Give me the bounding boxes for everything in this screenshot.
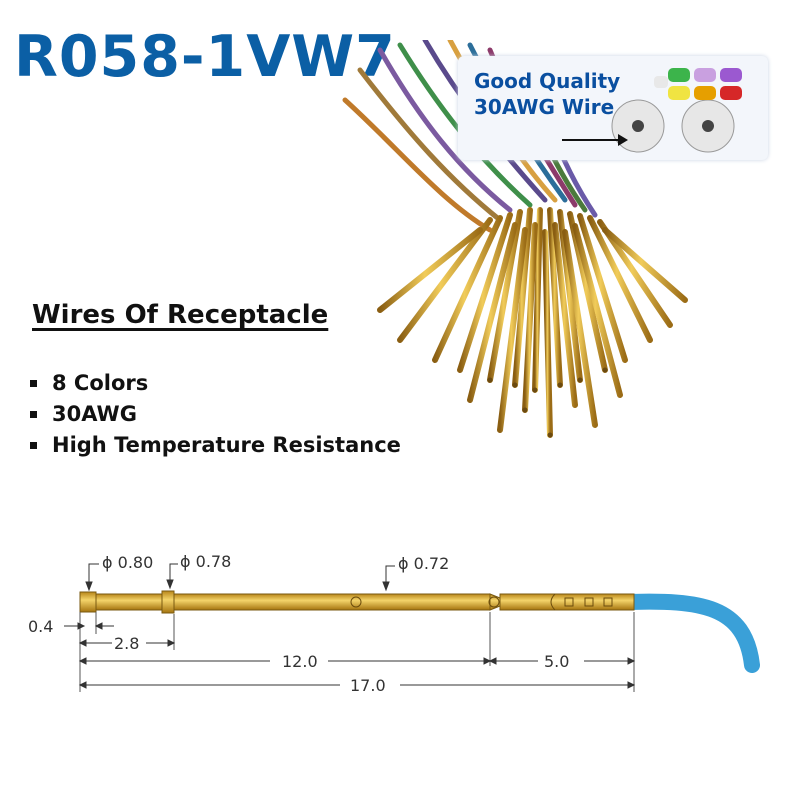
dim-0-4: 0.4 [28, 617, 53, 636]
list-item: High Temperature Resistance [30, 430, 401, 461]
dim-5-0: 5.0 [544, 652, 569, 671]
bullet-square-icon [30, 411, 37, 418]
dimension-drawing: ϕ 0.80 ϕ 0.78 ϕ 0.72 0.4 2.8 12.0 [28, 552, 760, 695]
wire-shape [620, 593, 760, 673]
bullet-square-icon [30, 442, 37, 449]
dim-17-0: 17.0 [350, 676, 386, 695]
callout-line-1: Good Quality [474, 69, 621, 93]
section-title: Wires Of Receptacle [32, 300, 329, 330]
list-item: 8 Colors [30, 368, 401, 399]
wire-spools-image [458, 56, 768, 160]
feature-label: 8 Colors [52, 371, 149, 395]
feature-label: High Temperature Resistance [52, 433, 401, 457]
dim-phi-078: ϕ 0.78 [180, 552, 231, 571]
product-title: R058-1VW7 [14, 24, 396, 90]
callout-line-2: 30AWG Wire [474, 95, 615, 119]
list-item: 30AWG [30, 399, 401, 430]
dim-2-8: 2.8 [114, 634, 139, 653]
arrow-right-icon [562, 134, 628, 146]
feature-label: 30AWG [52, 402, 137, 426]
dim-12-0: 12.0 [282, 652, 318, 671]
receptacle-pin [79, 590, 635, 614]
dim-phi-072: ϕ 0.72 [398, 554, 449, 573]
dim-phi-080: ϕ 0.80 [102, 553, 153, 572]
product-photo [342, 40, 688, 438]
quality-callout: Good Quality 30AWG Wire [474, 68, 620, 120]
bullet-square-icon [30, 380, 37, 387]
feature-list: 8 Colors 30AWG High Temperature Resistan… [30, 368, 401, 461]
